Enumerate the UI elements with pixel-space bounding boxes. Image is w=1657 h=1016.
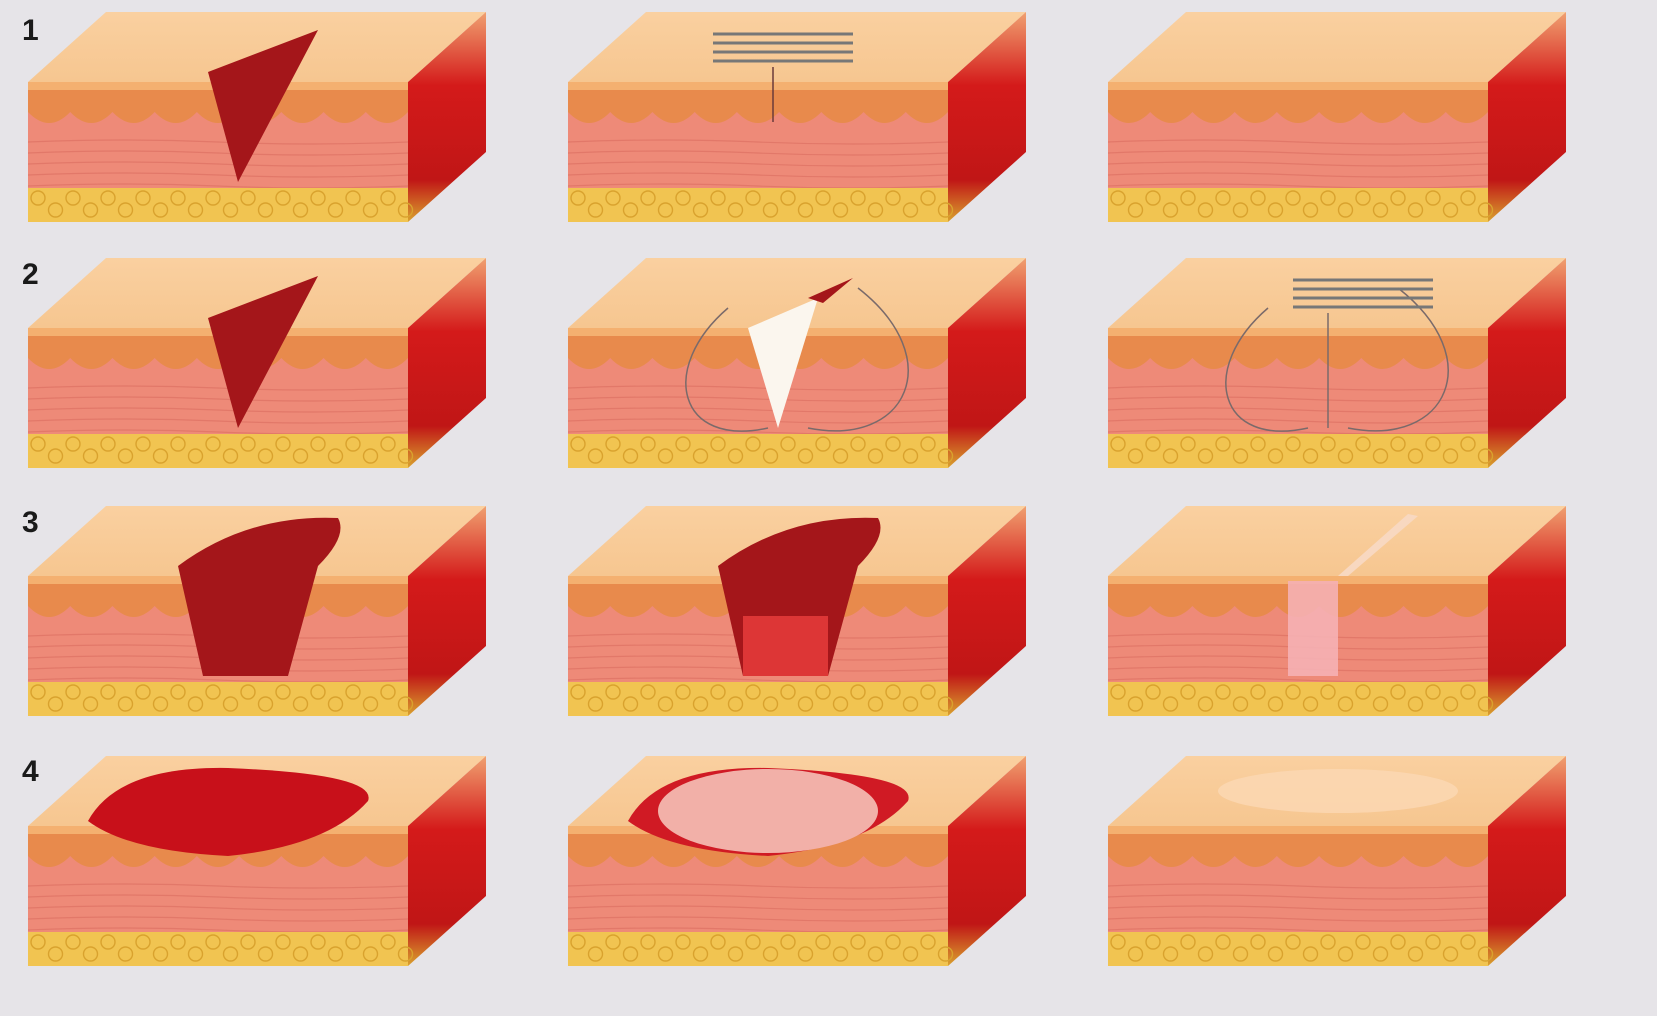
skin-block-2-3	[1108, 258, 1566, 468]
skin-block-4-1	[28, 756, 486, 966]
skin-block-4-3	[1108, 756, 1566, 966]
skin-block-3-3	[1108, 506, 1566, 716]
skin-block-4-2	[568, 756, 1026, 966]
skin-block-1-2	[568, 12, 1026, 222]
skin-block-3-2	[568, 506, 1026, 716]
skin-block-1-1	[28, 12, 486, 222]
skin-block-2-2	[568, 258, 1026, 468]
skin-block-3-1	[28, 506, 486, 716]
skin-block-2-1	[28, 258, 486, 468]
skin-block-1-3	[1108, 12, 1566, 222]
